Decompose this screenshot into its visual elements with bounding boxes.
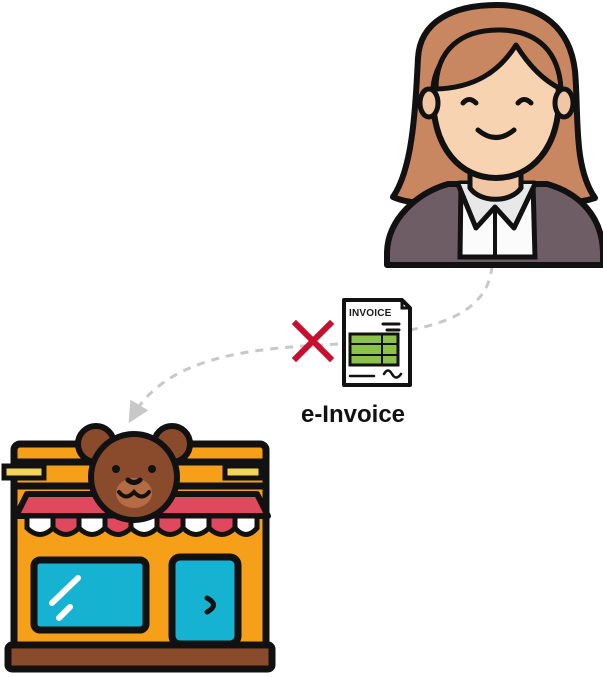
- businesswoman-avatar-icon: [384, 2, 603, 268]
- teddy-bear-toy-store-icon: [1, 423, 276, 673]
- dashed-arrow-icon: [134, 265, 494, 414]
- red-x-icon: [291, 319, 335, 363]
- invoice-document-icon: INVOICE: [342, 298, 412, 387]
- invoice-caption: e-Invoice: [301, 401, 405, 428]
- invoice-document-title: INVOICE: [349, 308, 392, 319]
